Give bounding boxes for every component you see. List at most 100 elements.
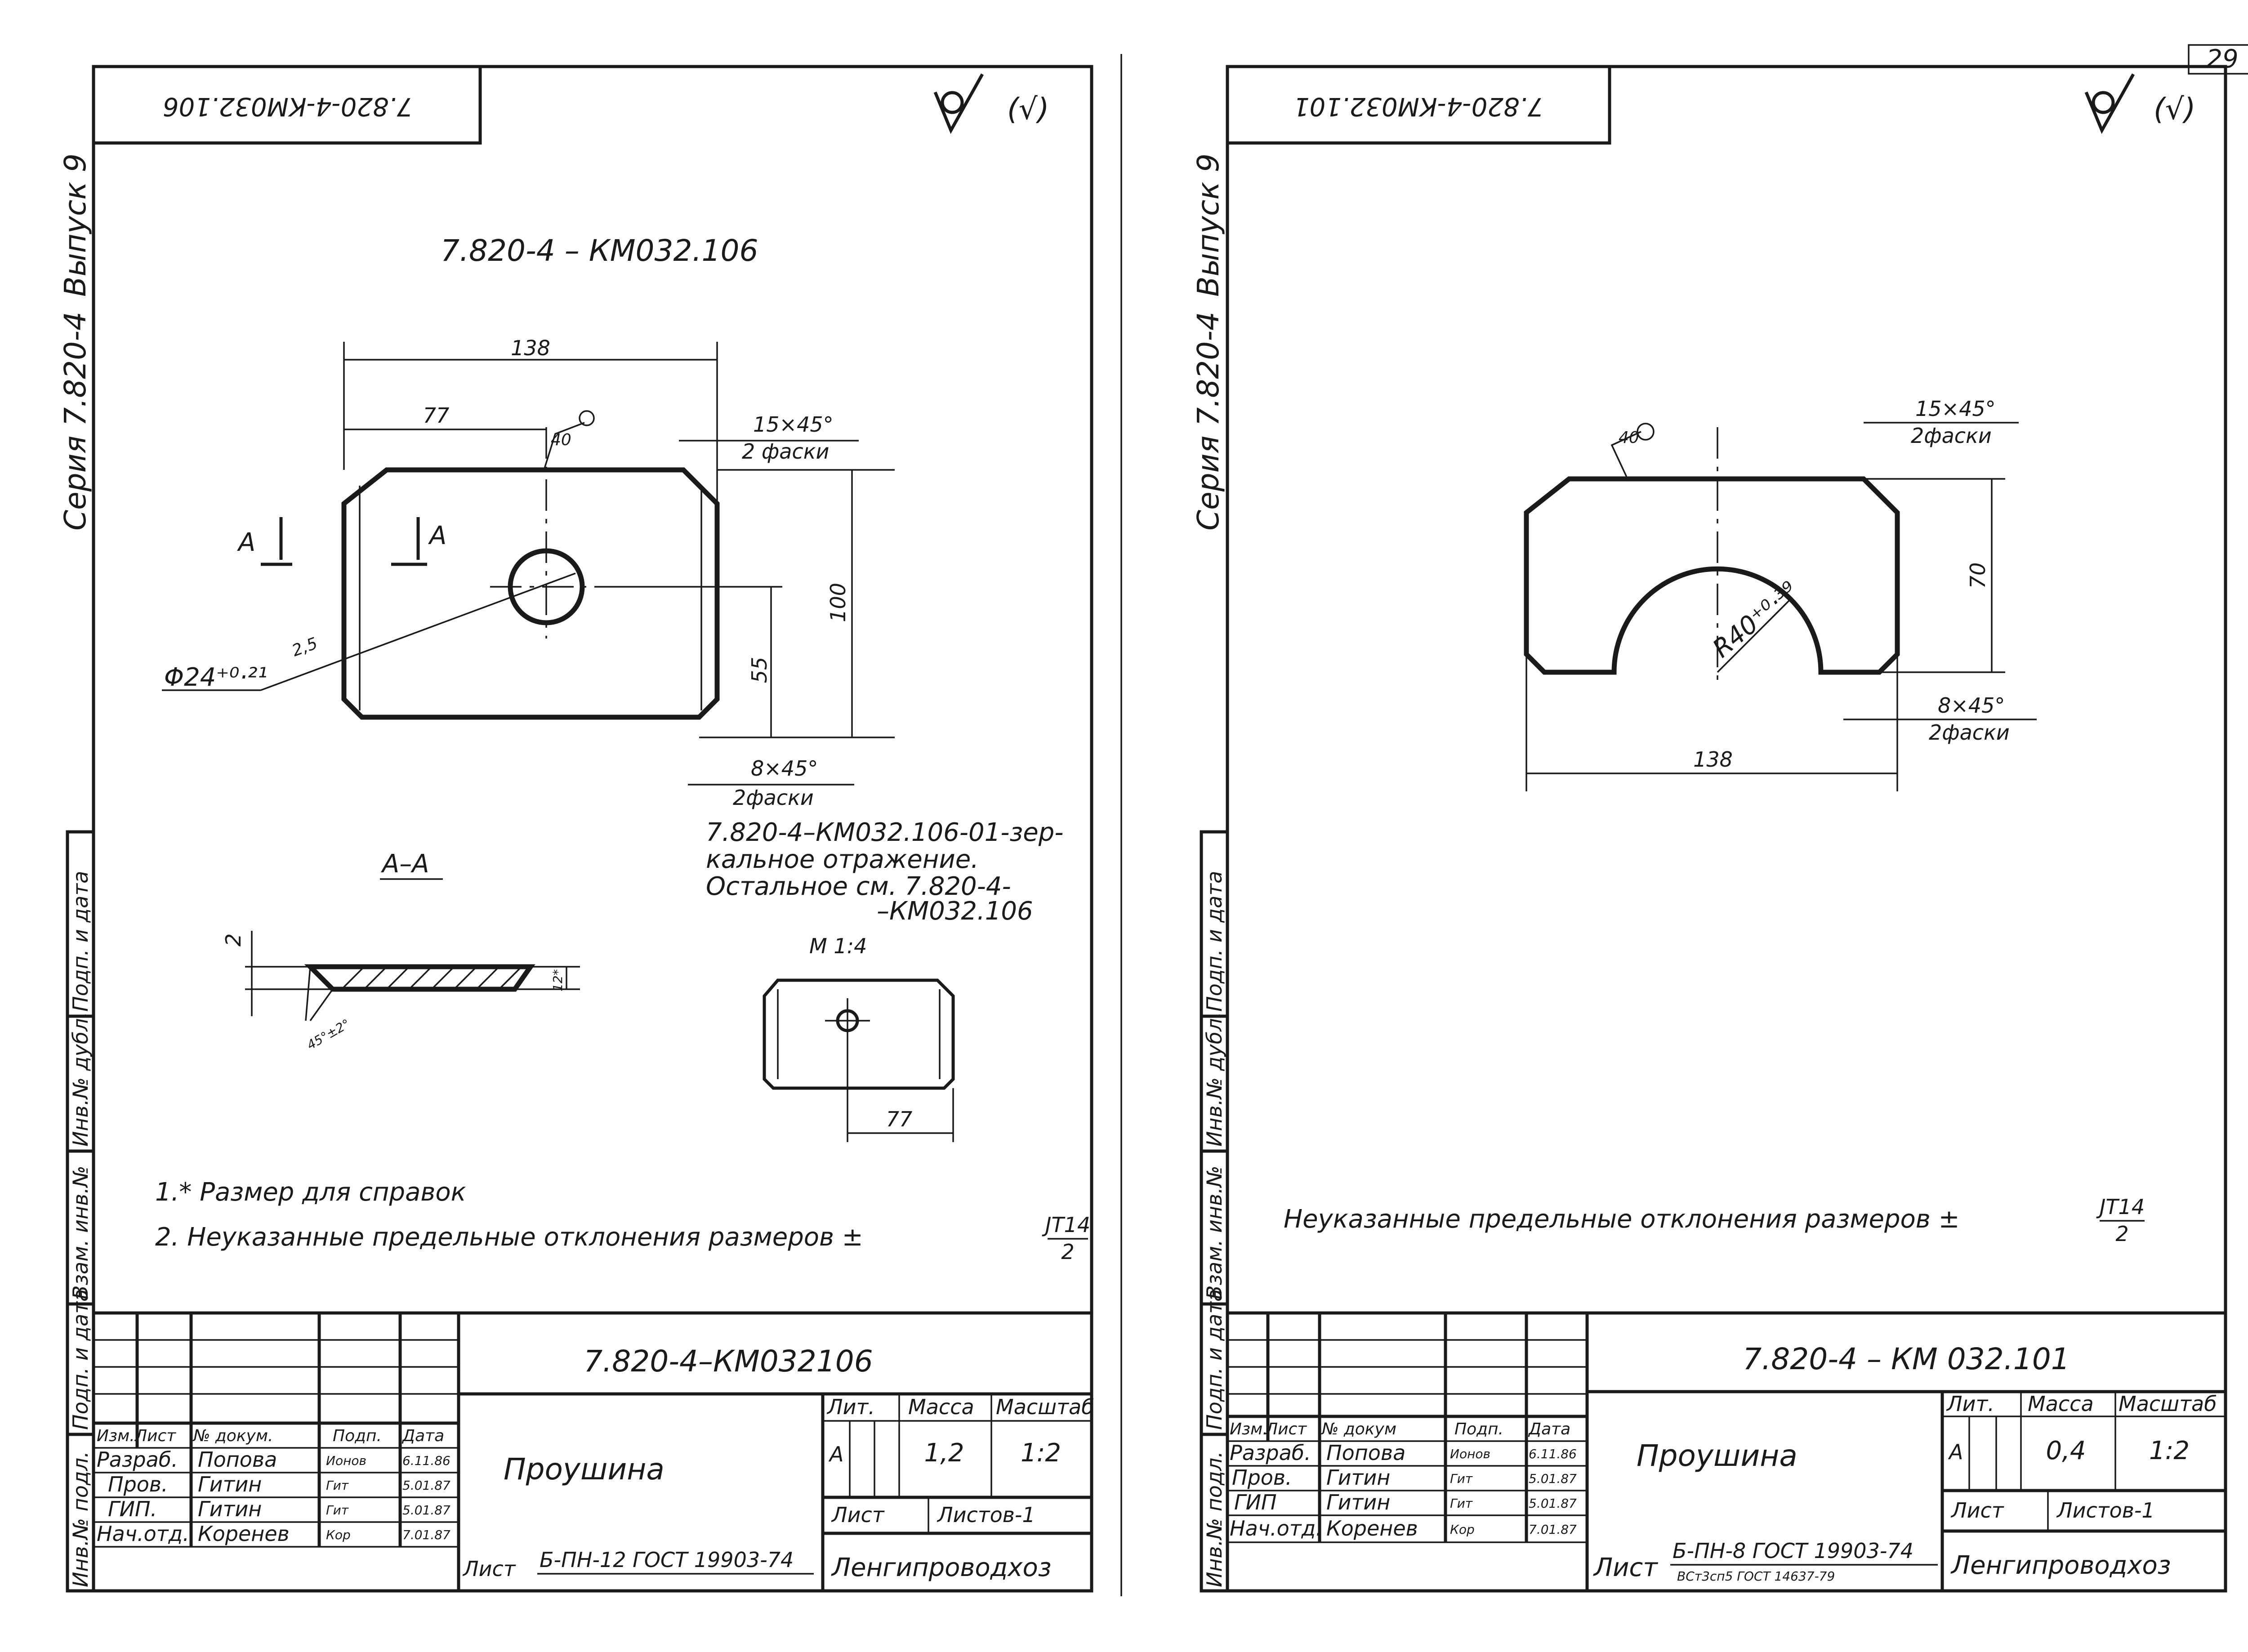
left-roughness-symbol: (√)	[1007, 92, 1049, 126]
r-chamfer-bottom-note: 2фаски	[1929, 720, 2010, 745]
side-stamp-vzam-inv: Взам. инв.№	[68, 1165, 93, 1299]
dim-offset-77: 77	[423, 403, 450, 428]
tb-row1-role: Разраб.	[97, 1447, 178, 1472]
side-stamp-inv-podl: Инв.№ подл.	[68, 1451, 93, 1587]
side-stamp-inv-dubl: Инв.№ дубл.	[68, 1012, 93, 1147]
r-chamfer-bottom-label: 8×45°	[1938, 693, 2005, 718]
tb-organization: Ленгипроводхоз	[831, 1553, 1052, 1582]
r-tb-mass-label: Масса	[2028, 1392, 2094, 1416]
tb-hdr-sign: Подп.	[333, 1427, 382, 1445]
side-stamp-podp-data-2: Подп. и дата	[68, 871, 93, 1012]
right-note-num: JT14	[2096, 1195, 2145, 1219]
r-tb-material-2: ВСт3сп5 ГОСТ 14637-79	[1677, 1569, 1835, 1584]
dim-height-100: 100	[826, 583, 850, 622]
tb-hdr-doc: № докум.	[192, 1427, 273, 1445]
r-tb-hdr-list: Лист	[1265, 1420, 1307, 1438]
chamfer-top-note: 2 фаски	[742, 439, 829, 464]
r-tb-scale-value: 1:2	[2149, 1436, 2190, 1465]
r-tb-row4-name: Коренев	[1326, 1516, 1418, 1540]
tb-row1-name: Попова	[198, 1447, 277, 1472]
dim-radius: R40⁺⁰·³⁹	[1707, 576, 1803, 663]
mirror-note-line-1: 7.820-4–КМ032.106-01-зер-	[706, 818, 1063, 847]
tb-row2-date: 5.01.87	[402, 1478, 450, 1493]
right-frame	[1226, 65, 2227, 1593]
side-stamp-podp-data: Подп. и дата	[68, 1289, 93, 1430]
section-view: А–А 2 12* 45°±2°	[221, 849, 580, 1053]
r-tb-row4-date: 7.01.87	[1529, 1522, 1577, 1537]
r-side-stamp-vzam-inv: Взам. инв.№	[1202, 1165, 1227, 1299]
r-side-stamp-inv-dubl: Инв.№ дубл.	[1202, 1012, 1227, 1147]
tb-row4-name: Коренев	[198, 1522, 290, 1546]
dim-hole-height-55: 55	[747, 657, 772, 683]
r-tb-sheets-label: Листов-1	[2056, 1498, 2155, 1523]
right-margin-series: Серия 7.820-4	[1191, 312, 1226, 531]
tb-lit-value: А	[828, 1442, 843, 1466]
left-margin-series: Серия 7.820-4	[58, 312, 93, 531]
r-tb-row4-sign: Кор	[1450, 1522, 1475, 1537]
left-note-2: 2. Неуказанные предельные отклонения раз…	[155, 1223, 863, 1252]
r-tb-sheet-label: Лист	[1950, 1498, 2004, 1523]
right-mirrored-stamp: 7.820-4-КМ032.101	[1293, 92, 1543, 121]
page-number-box: 29	[2188, 44, 2248, 75]
tb-sheets-label: Листов-1	[937, 1503, 1035, 1527]
r-tb-hdr-sign: Подп.	[1454, 1420, 1503, 1438]
tb-hdr-list: Лист	[134, 1427, 176, 1445]
section-angle: 45°±2°	[304, 1016, 352, 1053]
section-height: 12*	[550, 969, 565, 991]
chamfer-bottom-label: 8×45°	[751, 756, 818, 781]
r-tb-row2-sign: Гит	[1450, 1471, 1473, 1486]
section-arrow-right-label: А	[428, 521, 446, 550]
small-view-scale: М 1:4	[809, 934, 867, 958]
section-title: А–А	[381, 849, 429, 879]
r-tb-row3-date: 5.01.87	[1529, 1496, 1577, 1511]
surface-roughness-value: 40	[551, 431, 571, 449]
chamfer-top-label: 15×45°	[753, 412, 834, 437]
mirror-note-line-4: –КМ032.106	[877, 897, 1033, 926]
r-tb-part-name: Проушина	[1637, 1438, 1798, 1473]
left-margin-issue: Выпуск 9	[58, 153, 93, 297]
right-roughness-symbol: (√)	[2154, 92, 2196, 126]
dim-width-138: 138	[511, 336, 550, 360]
tb-row3-sign: Гит	[326, 1503, 349, 1518]
tb-sheet-label: Лист	[831, 1503, 885, 1527]
right-note: Неуказанные предельные отклонения размер…	[1284, 1205, 1960, 1234]
left-plate-view: 138 77 100 55 15×45° 2 фаски 8×45° 2фаск…	[162, 336, 895, 810]
right-mirrored-stamp-box	[1226, 65, 1611, 145]
r-side-stamp-podp-data: Подп. и дата	[1202, 1289, 1227, 1430]
right-title-block: Изм. Лист № докум Подп. Дата Разраб. Поп…	[1227, 1311, 2226, 1591]
left-note-1: 1.* Размер для справок	[155, 1178, 466, 1207]
tb-row3-date: 5.01.87	[402, 1503, 450, 1518]
left-mirrored-stamp-box	[92, 65, 482, 145]
left-title-block: Изм. Лист № докум. Подп. Дата Разраб. По…	[94, 1311, 1094, 1591]
chamfer-bottom-note: 2фаски	[733, 786, 814, 810]
tb-part-name: Проушина	[504, 1452, 665, 1487]
r-tb-row3-name: Гитин	[1326, 1490, 1390, 1514]
tb-row1-sign: Ионов	[326, 1453, 366, 1468]
hole-roughness: 2,5	[290, 634, 320, 660]
r-tb-row2-role: Пров.	[1232, 1465, 1292, 1490]
section-arrow-left-label: А	[237, 528, 255, 557]
page-number: 29	[2206, 45, 2238, 74]
mirror-note-line-2: кальное отражение.	[706, 845, 979, 874]
r-chamfer-top-note: 2фаски	[1911, 424, 1992, 448]
hole-callout: Φ24⁺⁰·²¹	[164, 663, 268, 692]
right-note-den: 2	[2115, 1222, 2128, 1246]
small-view: М 1:4 77	[763, 934, 955, 1142]
tb-scale-label: Масштаб	[996, 1395, 1094, 1419]
left-side-stamp: Инв.№ подл. Подп. и дата Взам. инв.№ Инв…	[66, 830, 95, 1593]
r-tb-row3-role: ГИП	[1234, 1490, 1277, 1514]
tb-row4-date: 7.01.87	[402, 1527, 450, 1542]
tb-row4-sign: Кор	[326, 1527, 351, 1542]
r-tb-material: Б-ПН-8 ГОСТ 19903-74	[1673, 1539, 1913, 1563]
tb-row3-role: ГИП.	[108, 1497, 157, 1521]
left-mirrored-stamp: 7.820-4-КМ032.106	[163, 92, 413, 121]
right-side-stamp: Инв.№ подл. Подп. и дата Взам. инв.№ Инв…	[1200, 830, 1229, 1593]
r-tb-organization: Ленгипроводхоз	[1950, 1551, 2171, 1580]
left-note-2-den: 2	[1061, 1240, 1074, 1264]
tb-row2-name: Гитин	[198, 1472, 262, 1496]
tb-mass-label: Масса	[908, 1395, 974, 1419]
mirror-note-line-3: Остальное см. 7.820-4-	[706, 872, 1011, 901]
r-tb-designation: 7.820-4 – КМ 032.101	[1743, 1342, 2070, 1376]
